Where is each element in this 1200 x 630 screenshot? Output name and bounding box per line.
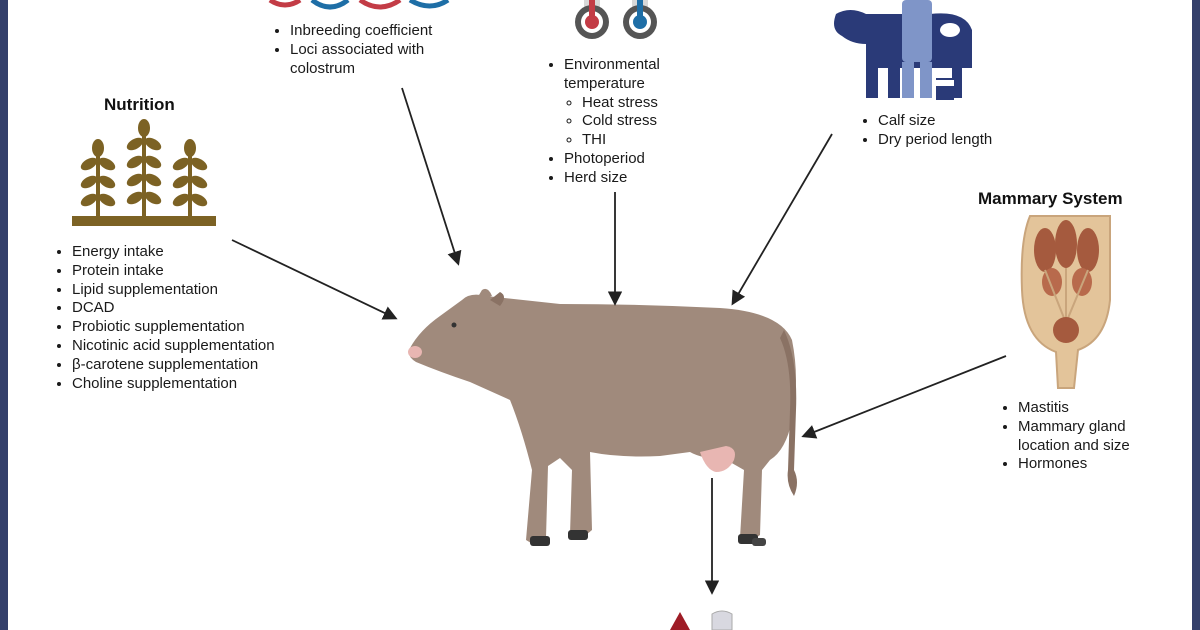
dna-icon: [268, 0, 450, 10]
arrows: [231, 87, 1007, 595]
environment-subitem: Heat stress: [582, 94, 716, 113]
nutrition-item: Probiotic supplementation: [72, 318, 324, 337]
nutrition-list: Energy intake Protein intake Lipid suppl…: [54, 243, 324, 393]
arrow-management: [731, 133, 833, 306]
management-item: Calf size: [878, 112, 1030, 131]
mammary-item: Hormones: [1018, 455, 1140, 474]
mammary-list: Mastitis Mammary gland location and size…: [1000, 399, 1140, 474]
arrow-mammary: [801, 355, 1007, 439]
genetics-panel: Inbreeding coefficient Loci associated w…: [272, 22, 472, 78]
nutrition-item: Nicotinic acid supplementation: [72, 337, 324, 356]
genetics-list: Inbreeding coefficient Loci associated w…: [272, 22, 472, 78]
mammary-gland-icon: [1020, 215, 1111, 389]
nutrition-item: Protein intake: [72, 262, 324, 281]
genetics-item: Loci associated with colostrum: [290, 41, 472, 79]
arrow-genetics: [401, 87, 462, 266]
nutrition-item: Energy intake: [72, 243, 324, 262]
environment-item-text: Environmental temperature: [564, 56, 660, 92]
environment-subitem: Cold stress: [582, 112, 716, 131]
right-border: [1192, 0, 1200, 630]
environment-item: Herd size: [564, 169, 716, 188]
mammary-title: Mammary System: [978, 189, 1123, 208]
management-panel: Calf size Dry period length: [860, 112, 1030, 150]
nutrition-item: Choline supplementation: [72, 375, 324, 394]
nutrition-title: Nutrition: [104, 95, 175, 114]
arrow-nutrition: [231, 239, 398, 320]
mammary-panel: Mastitis Mammary gland location and size…: [1000, 399, 1140, 474]
nutrition-item: Lipid supplementation: [72, 281, 324, 300]
thermometers-icon: [575, 0, 657, 39]
environment-sublist: Heat stress Cold stress THI: [564, 94, 716, 150]
environment-item: Environmental temperature Heat stress Co…: [564, 56, 716, 150]
genetics-item: Inbreeding coefficient: [290, 22, 472, 41]
environment-panel: Environmental temperature Heat stress Co…: [546, 56, 716, 188]
cow-and-farmer-icon: [834, 0, 972, 100]
nutrition-panel: Energy intake Protein intake Lipid suppl…: [54, 243, 324, 393]
mammary-item: Mammary gland location and size: [1018, 418, 1140, 456]
mammary-item: Mastitis: [1018, 399, 1140, 418]
wheat-plants-icon: [72, 119, 216, 226]
environment-subitem: THI: [582, 131, 716, 150]
left-border: [0, 0, 8, 630]
bottom-icons: [670, 610, 733, 630]
cow-illustration: [408, 288, 797, 546]
environment-item: Photoperiod: [564, 150, 716, 169]
nutrition-item: DCAD: [72, 299, 324, 318]
management-list: Calf size Dry period length: [860, 112, 1030, 150]
nutrition-item: β-carotene supplementation: [72, 356, 324, 375]
environment-list: Environmental temperature Heat stress Co…: [546, 56, 716, 188]
management-item: Dry period length: [878, 131, 1030, 150]
